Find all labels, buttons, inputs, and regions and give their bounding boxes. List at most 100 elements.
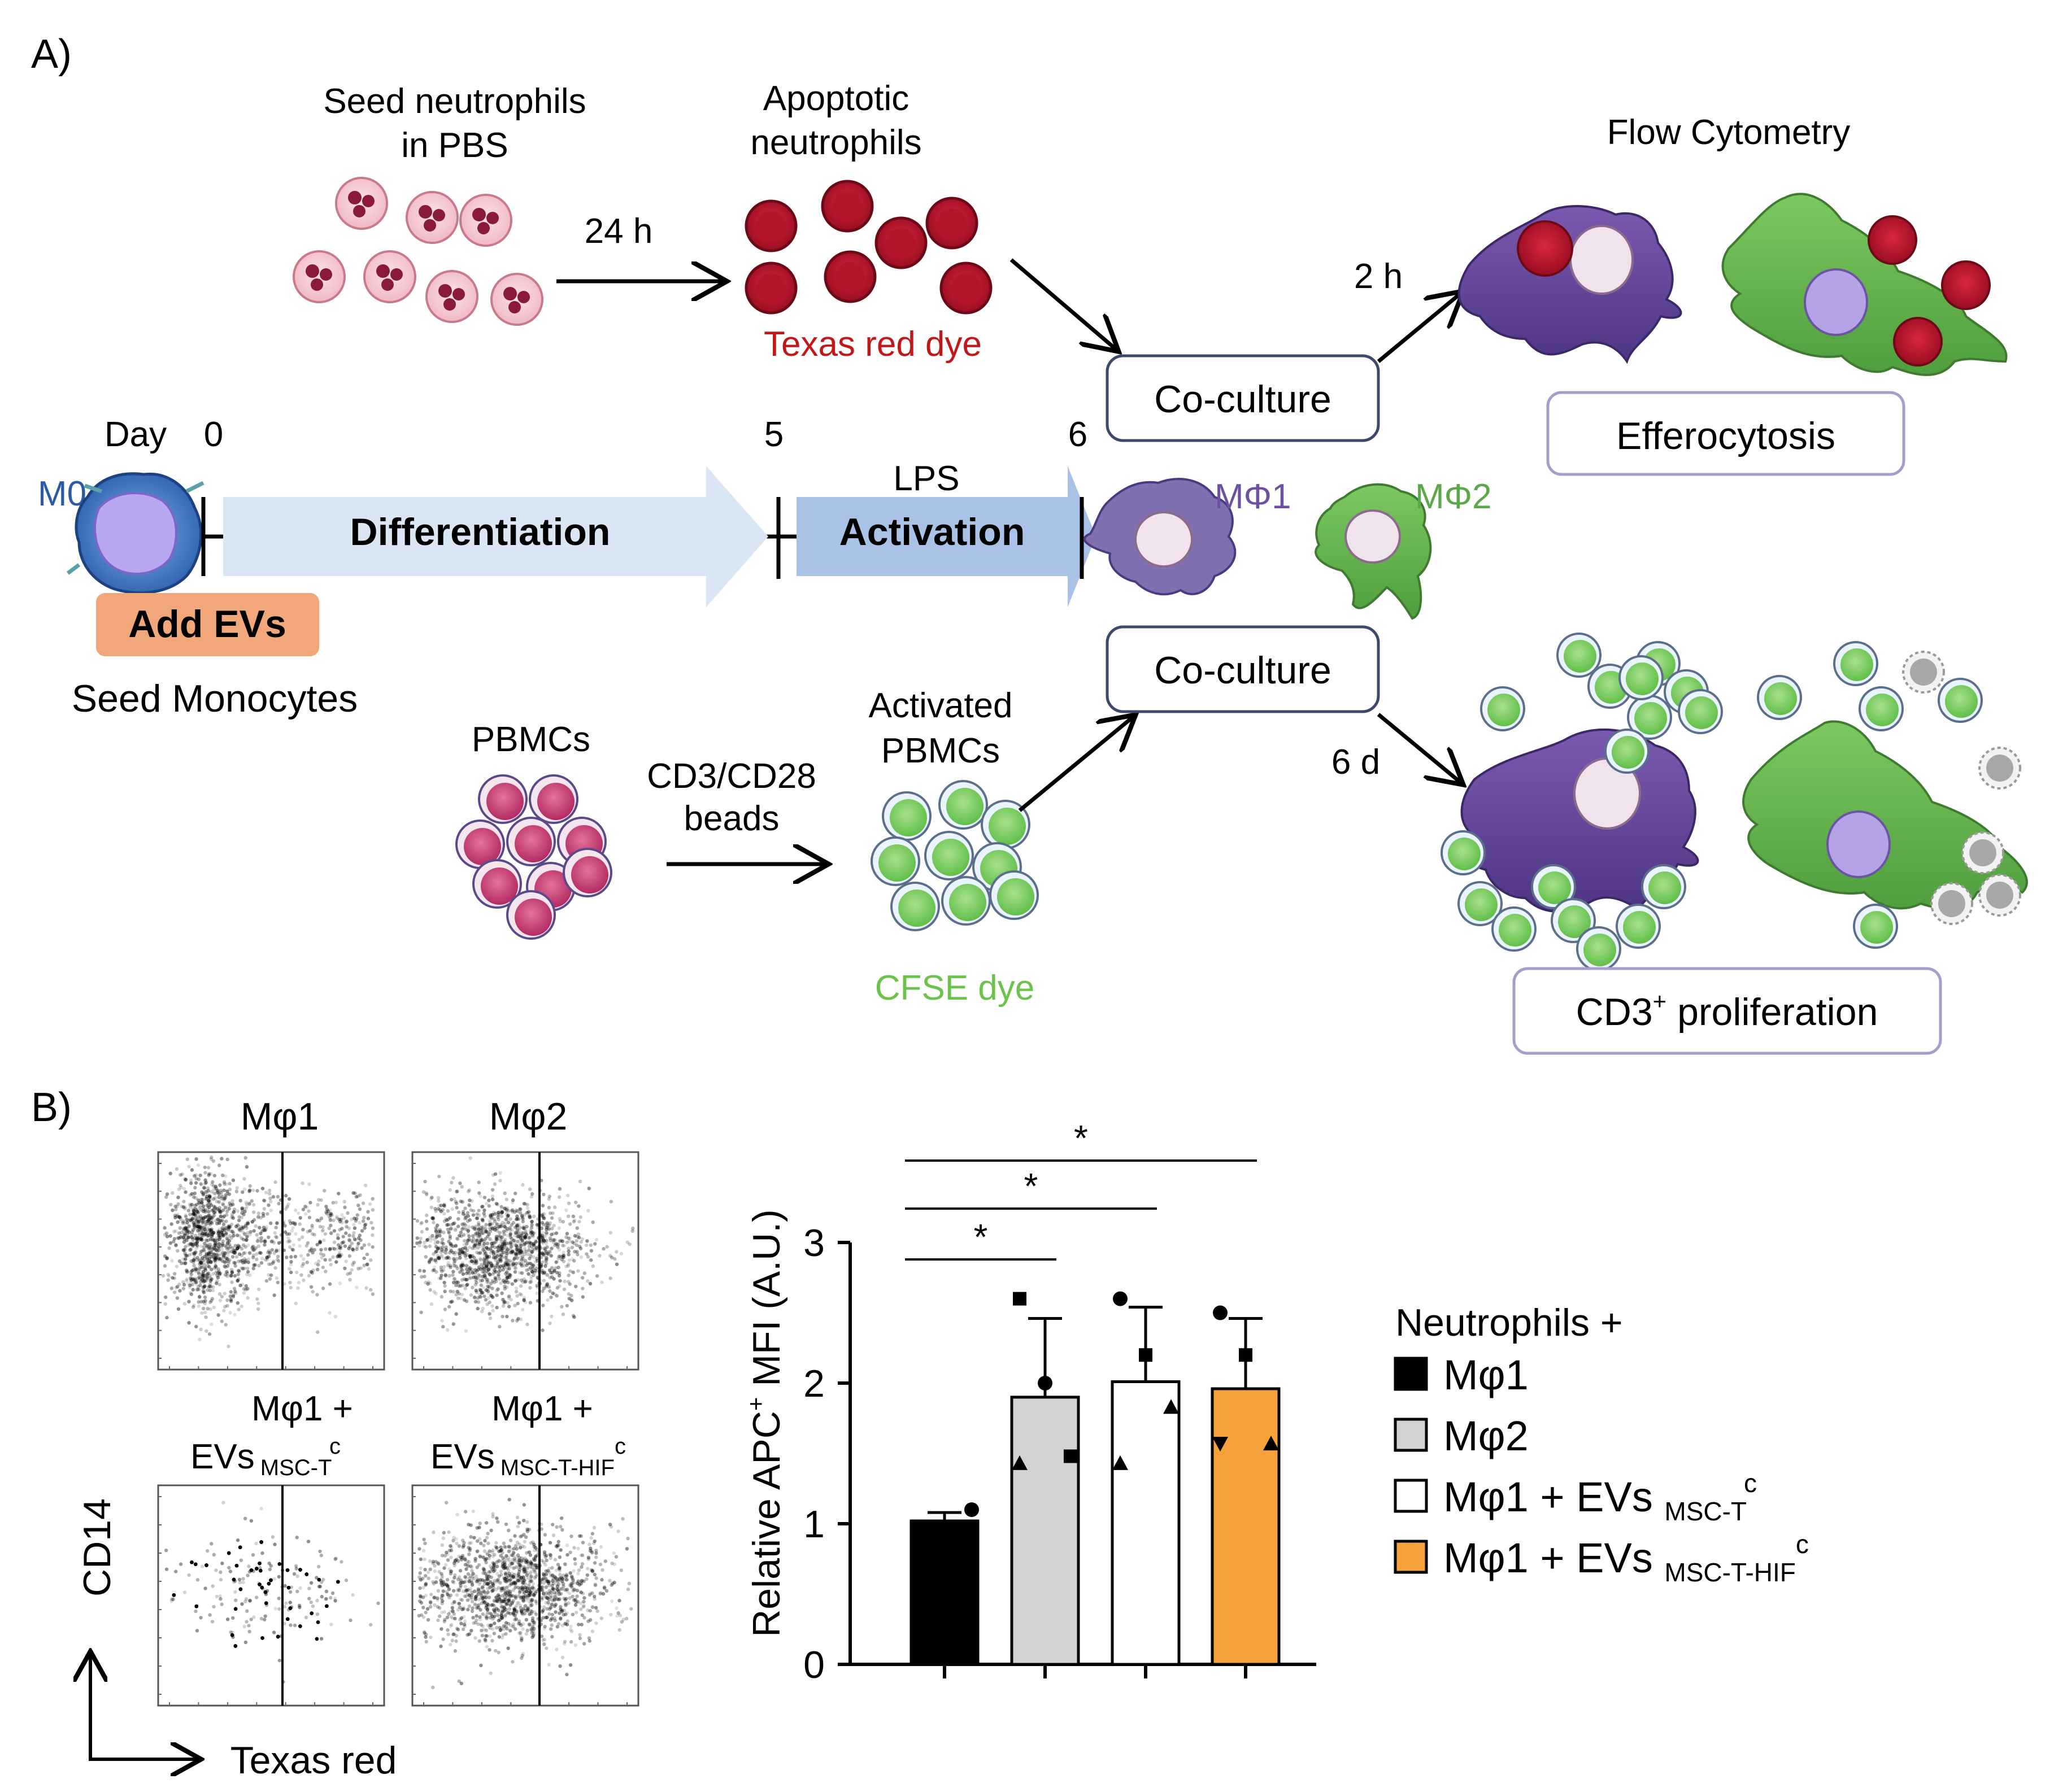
activated-pbmc-cell — [924, 831, 974, 880]
flow-plot-m1-evs-msc-t-hif — [411, 1484, 639, 1707]
y-tick-label: 3 — [803, 1222, 825, 1265]
flow-m2-title: Mφ2 — [489, 1095, 568, 1138]
activated-pbmc-cell — [941, 876, 991, 926]
bar — [1010, 1396, 1080, 1666]
legend-label: Mφ1 + EVs MSC-Tc — [1443, 1468, 1757, 1526]
apoptotic-neutrophil-cell — [745, 261, 798, 315]
data-point — [1213, 1305, 1228, 1320]
significance-star: * — [974, 1217, 988, 1257]
tcell — [1618, 655, 1664, 700]
seed-neutrophils-label: Seed neutrophils — [323, 82, 586, 121]
efferocytosis-box — [1546, 391, 1905, 476]
pbmc-cell — [563, 848, 612, 897]
neutrophil-cell — [293, 250, 346, 303]
legend-item: Mφ2 — [1394, 1412, 1529, 1459]
data-point — [1263, 1436, 1279, 1451]
significance-star: * — [1074, 1118, 1088, 1158]
m2-efferocytosis-cell-icon — [1721, 193, 2008, 376]
efferocytosis-label: Efferocytosis — [1616, 415, 1835, 457]
legend-label: Mφ1 — [1443, 1351, 1529, 1398]
differentiation-label: Differentiation — [350, 511, 611, 553]
pbmc-cell — [529, 774, 578, 824]
tcell — [1938, 678, 1983, 723]
flow-m1evs2-title: Mφ1 + — [491, 1389, 593, 1428]
pbmc-cell — [506, 817, 556, 866]
data-point — [1064, 1449, 1077, 1463]
legend-item: Mφ1 + EVs MSC-Tc — [1394, 1468, 1757, 1526]
data-point — [1038, 1376, 1052, 1390]
flow-x-axis-label: Texas red — [230, 1739, 397, 1782]
tcell — [1678, 689, 1723, 734]
neutrophil-cell — [490, 273, 543, 326]
legend-label: Mφ2 — [1443, 1412, 1529, 1459]
m1-label: MΦ1 — [1215, 477, 1291, 516]
bar — [1111, 1380, 1181, 1666]
activation-arrow — [797, 466, 1096, 607]
activated-pbmc-cell — [938, 780, 988, 830]
tcell — [1576, 926, 1621, 971]
tcell — [1833, 641, 1878, 686]
flow-m1-title: Mφ1 — [241, 1095, 319, 1138]
apoptotic-label: Apoptotic — [763, 79, 909, 118]
m1-proliferation-cell-icon — [1460, 728, 1699, 913]
data-point — [1239, 1348, 1252, 1362]
dead-tcell — [1930, 882, 1973, 925]
flow-plot-m1-evs-msc-t — [157, 1484, 385, 1707]
time-6d-label: 6 d — [1331, 743, 1380, 782]
add-evs-box — [96, 593, 319, 656]
m0-monocyte-icon — [66, 472, 204, 595]
activated-pbmc-cluster-icon — [871, 780, 1039, 931]
neutrophil-cell — [406, 191, 459, 244]
panel-b-label: B) — [31, 1085, 72, 1130]
coculture-top-box — [1106, 354, 1380, 442]
pbmc-cell — [506, 890, 556, 940]
data-point — [964, 1502, 979, 1518]
pbmcs-label: PBMCs — [472, 720, 590, 759]
legend-title: Neutrophils + — [1395, 1301, 1623, 1344]
pbmc-cell — [455, 819, 505, 869]
data-point — [1113, 1291, 1128, 1306]
coculture-bottom-label: Co-culture — [1154, 649, 1331, 692]
data-point — [1012, 1455, 1028, 1470]
activation-label: Activation — [839, 511, 1025, 553]
beads-label-2: beads — [684, 799, 780, 838]
y-tick-label: 2 — [803, 1362, 825, 1405]
m2-proliferation-cell-icon — [1742, 720, 2028, 910]
tcell — [1616, 904, 1661, 949]
fresh-neutrophils-icon — [293, 177, 543, 326]
tcell — [1757, 675, 1802, 720]
day-5-label: 5 — [764, 415, 784, 454]
m2-macrophage-icon — [1315, 483, 1432, 620]
activated-pbmc-cell — [989, 870, 1039, 920]
cd3-proliferation-box — [1512, 967, 1942, 1055]
bar — [909, 1519, 980, 1666]
arrow-to-coculture-bottom — [1018, 717, 1133, 812]
dead-tcell — [1961, 831, 2004, 874]
neutrophil-cell — [459, 194, 512, 247]
flow-cytometry-label: Flow Cytometry — [1607, 113, 1851, 152]
data-point — [1013, 1292, 1026, 1306]
activated-pbmcs-label: Activated — [868, 686, 1012, 725]
apoptotic-neutrophil-cell — [874, 216, 928, 269]
m1-macrophage-icon — [1083, 478, 1237, 596]
m0-label: M0 — [38, 474, 86, 513]
seed-neutrophils-label-2: in PBS — [401, 126, 508, 165]
legend-swatch — [1394, 1418, 1428, 1452]
data-point — [1163, 1399, 1179, 1414]
tcell — [1480, 686, 1525, 731]
seed-monocytes-label: Seed Monocytes — [72, 677, 358, 720]
m1-efferocytosis-cell-icon — [1457, 205, 1682, 364]
tcell — [1491, 906, 1537, 952]
y-tick-label: 1 — [803, 1503, 825, 1546]
legend-item: Mφ1 + EVs MSC-T-HIFc — [1394, 1529, 1809, 1587]
differentiation-arrow — [223, 466, 768, 607]
pbmc-cell — [478, 774, 528, 824]
y-tick-label: 0 — [803, 1643, 825, 1686]
cfse-dye-label: CFSE dye — [875, 969, 1035, 1008]
tcell — [1551, 898, 1596, 943]
legend-label: Mφ1 + EVs MSC-T-HIFc — [1443, 1529, 1809, 1587]
arrow-2h — [1377, 294, 1460, 363]
